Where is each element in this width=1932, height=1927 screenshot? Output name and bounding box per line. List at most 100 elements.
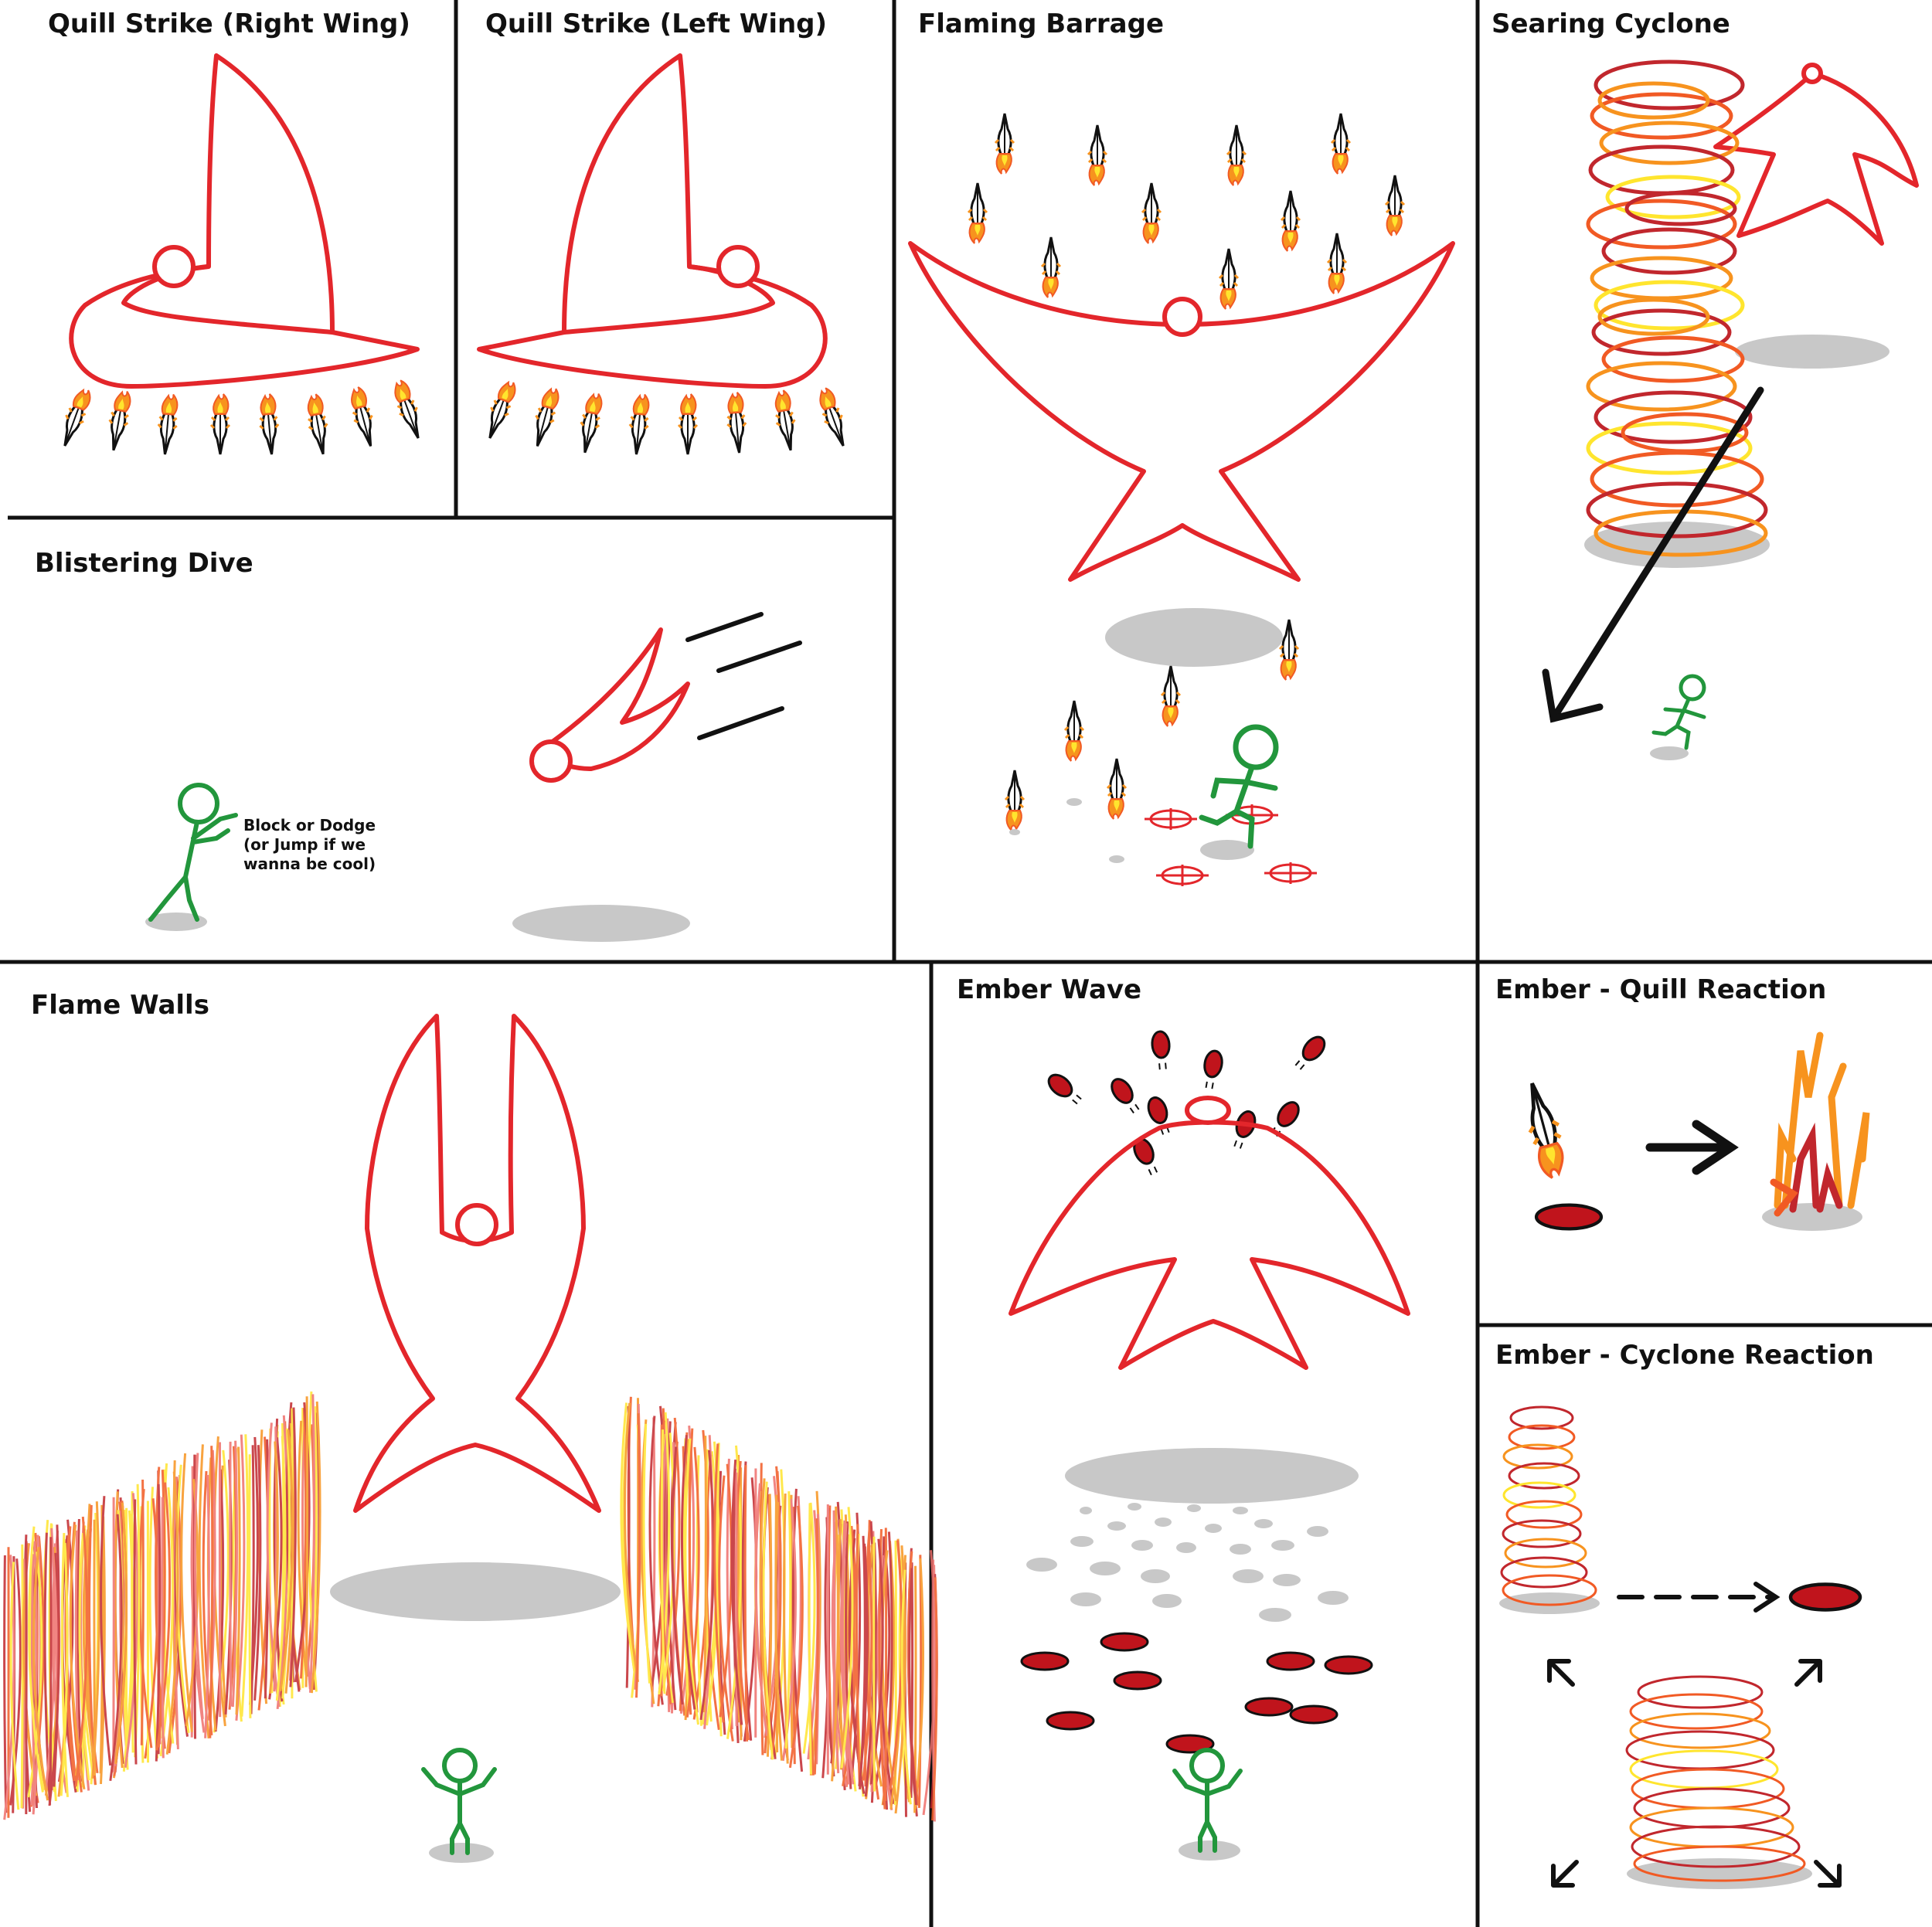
panel-title: Quill Strike (Left Wing): [485, 8, 827, 39]
panel-ember-quill-reaction: Ember - Quill Reaction: [1495, 974, 1870, 1231]
flame-stroke: [642, 1423, 651, 1684]
panel-quill-strike-right: Quill Strike (Right Wing): [48, 8, 428, 457]
player-shadow: [1200, 840, 1254, 860]
flame-stroke: [193, 1453, 204, 1720]
ember-puddle: [1791, 1585, 1860, 1610]
flame-stroke: [623, 1402, 640, 1683]
phoenix-boss: [353, 1014, 601, 1513]
flame-stroke: [159, 1487, 174, 1757]
flame-wall-right: [620, 1396, 938, 1822]
panel-blistering-dive: Blistering Dive Block or Dodge (or Jump …: [35, 548, 802, 942]
flame-stroke: [309, 1394, 316, 1693]
flame-stroke: [3, 1555, 8, 1813]
flame-stroke: [235, 1434, 246, 1721]
note-line: Block or Dodge: [243, 816, 376, 834]
flame-stroke: [831, 1506, 839, 1782]
flame-stroke: [660, 1429, 666, 1694]
flame-stroke: [855, 1524, 861, 1784]
panel-title: Flaming Barrage: [918, 8, 1164, 39]
panel-title: Blistering Dive: [35, 548, 253, 579]
flame-stroke: [671, 1446, 684, 1705]
flame-stroke: [713, 1443, 725, 1723]
arrow-icon: [1547, 1659, 1842, 1888]
phoenix-boss: [529, 627, 690, 783]
flame-stroke: [840, 1507, 854, 1769]
panel-title: Ember Wave: [957, 974, 1141, 1005]
flame-stroke: [813, 1518, 819, 1775]
flame-stroke: [109, 1514, 123, 1781]
flame-stroke: [900, 1569, 912, 1805]
flame-stroke: [718, 1475, 734, 1742]
stick-figure-icon: [421, 1748, 497, 1855]
flame-stroke: [60, 1542, 69, 1796]
flame-stroke: [802, 1502, 816, 1754]
fire-tornado-icon: [1499, 1405, 1600, 1614]
ember-puddles: [1020, 1632, 1373, 1754]
panel-title: Ember - Quill Reaction: [1495, 974, 1826, 1005]
flame-stroke: [28, 1526, 44, 1793]
panel-title: Quill Strike (Right Wing): [48, 8, 410, 39]
flame-stroke: [726, 1458, 733, 1730]
flame-stroke: [165, 1471, 179, 1755]
fire-tornado-icon: [1584, 59, 1770, 568]
player-shadow: [1650, 746, 1689, 760]
flame-stroke: [155, 1483, 162, 1762]
arrow-icon: [1645, 1120, 1739, 1175]
flame-stroke: [214, 1469, 225, 1732]
ember-puddle: [1536, 1205, 1601, 1229]
panel-title: Searing Cyclone: [1492, 8, 1730, 39]
flame-stroke: [841, 1520, 850, 1785]
flaming-feather-icon: [1518, 1079, 1571, 1180]
panel-flaming-barrage: Flaming Barrage: [908, 8, 1455, 888]
flame-stroke: [100, 1516, 106, 1784]
flame-stroke: [32, 1546, 49, 1801]
panel-searing-cyclone: Searing Cyclone: [1492, 8, 1919, 760]
flame-stroke: [300, 1408, 308, 1679]
flame-stroke: [791, 1488, 804, 1772]
flame-stroke: [648, 1416, 664, 1705]
flame-stroke: [60, 1533, 69, 1797]
flame-stroke: [30, 1554, 36, 1793]
flame-stroke: [49, 1537, 53, 1793]
phoenix-boss: [1713, 63, 1919, 246]
stick-figure-icon: [1172, 1748, 1243, 1853]
stick-figure-icon: [148, 783, 238, 922]
flame-stroke: [754, 1483, 768, 1736]
flame-stroke: [289, 1407, 297, 1687]
boss-shadow: [512, 905, 690, 942]
flame-stroke: [730, 1459, 743, 1725]
boss-shadow: [330, 1562, 621, 1621]
flame-stroke: [824, 1507, 835, 1777]
flame-stroke: [743, 1465, 749, 1742]
flame-stroke: [310, 1401, 321, 1694]
boss-shadow: [1735, 335, 1889, 369]
feather-shadows: [1009, 798, 1124, 863]
flame-stroke: [114, 1502, 128, 1765]
flame-stroke: [872, 1536, 876, 1792]
ember-shadows: [1026, 1503, 1349, 1622]
stick-figure-icon: [1199, 724, 1279, 849]
panel-ember-cyclone-reaction: Ember - Cyclone Reaction: [1495, 1340, 1874, 1889]
flame-stroke: [148, 1487, 159, 1759]
flame-stroke: [204, 1474, 210, 1738]
boss-shadow: [1065, 1448, 1359, 1504]
flame-wall-left: [3, 1391, 321, 1820]
arrow-icon: [1542, 386, 1764, 723]
fire-shadow: [1762, 1203, 1862, 1231]
flame-stroke: [625, 1405, 631, 1688]
panel-flame-walls: Flame Walls: [3, 990, 938, 1863]
fire-icon: [1770, 1031, 1870, 1217]
flame-stroke: [248, 1436, 259, 1705]
player-shadow: [145, 913, 207, 931]
flame-stroke: [770, 1471, 782, 1760]
flame-stroke: [229, 1441, 233, 1707]
flame-stroke: [180, 1453, 193, 1732]
flame-stroke: [883, 1531, 893, 1806]
flying-embers: [1043, 1029, 1330, 1179]
phoenix-boss: [1009, 1096, 1410, 1370]
flame-stroke: [788, 1505, 804, 1769]
flame-stroke: [719, 1463, 733, 1718]
fire-tornado-icon: [1625, 1675, 1812, 1889]
flame-stroke: [910, 1562, 914, 1798]
